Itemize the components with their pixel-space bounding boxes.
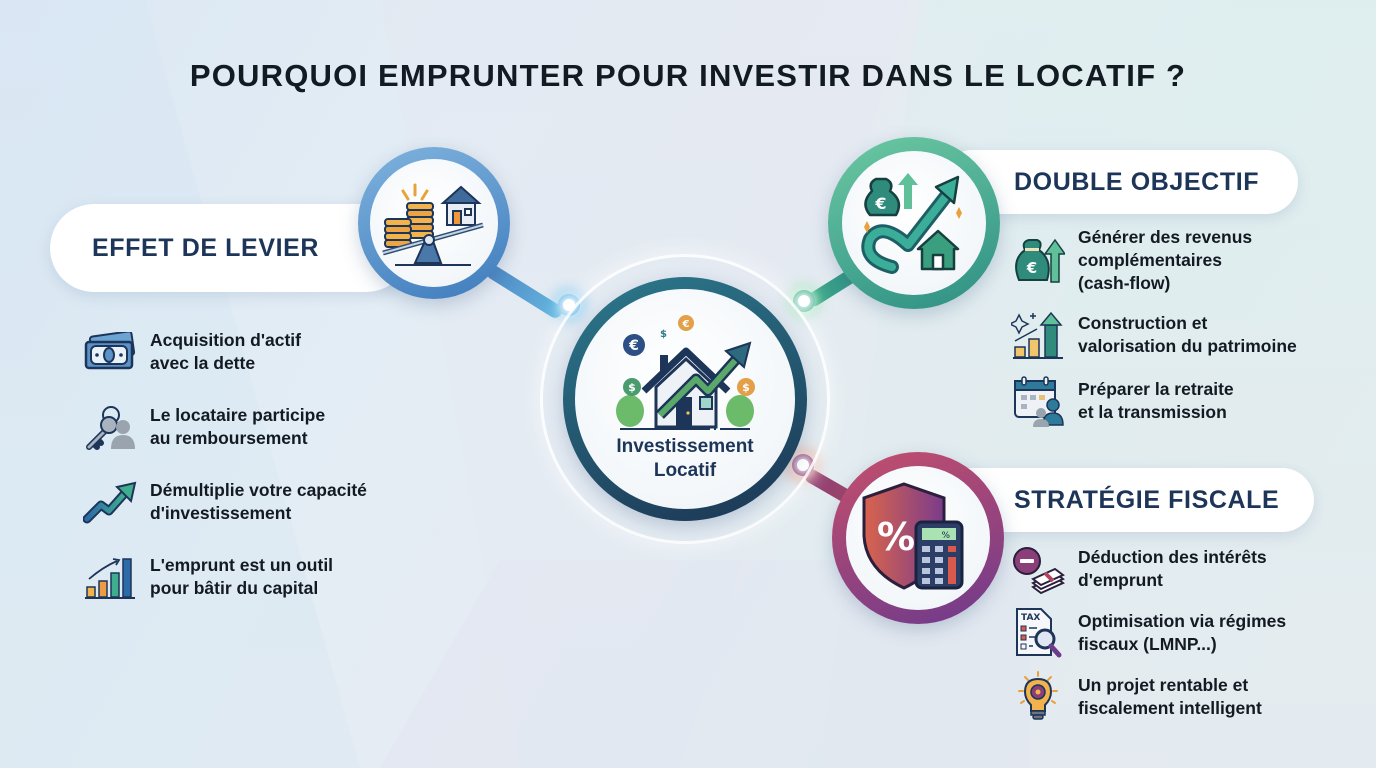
item-text-line2: fiscaux (LMNP...): [1078, 634, 1217, 654]
list-item: Un projet rentable et fiscalement intelli…: [1010, 671, 1262, 721]
seesaw-coins-house-icon: [382, 183, 484, 266]
svg-text:€: €: [628, 338, 639, 354]
item-text-line2: et la transmission: [1078, 402, 1227, 422]
svg-text:%: %: [941, 531, 950, 541]
list-item: Le locataire participe au remboursement: [82, 403, 325, 451]
list-item: Préparer la retraite et la transmission: [1010, 376, 1234, 427]
page-title: POURQUOI EMPRUNTER POUR INVESTIR DANS LE…: [189, 58, 1187, 93]
item-text-line2: fiscalement intelligent: [1078, 698, 1262, 718]
item-text-line2: pour bâtir du capital: [150, 578, 319, 598]
minus-cash-stack-icon: [1013, 547, 1065, 595]
item-text-line2: d'investissement: [150, 503, 292, 523]
section-header-double-objectif: DOUBLE OBJECTIF: [940, 150, 1298, 214]
section-heading: EFFET DE LEVIER: [92, 233, 320, 262]
house-growth-arrow-icon: € € $ $ $: [616, 315, 755, 430]
item-text-line1: Acquisition d'actif: [150, 330, 301, 350]
key-tenant-icon: [86, 406, 135, 450]
money-bag-loop-arrow-house-icon: €: [861, 173, 962, 274]
item-text-line1: Construction et: [1078, 313, 1208, 333]
item-text-line2: au remboursement: [150, 428, 308, 448]
item-text-line1: Générer des revenus: [1078, 227, 1253, 247]
list-item: € Générer des revenus complémentaires (cas…: [1010, 226, 1252, 295]
svg-text:$: $: [628, 381, 636, 394]
item-text-line1: L'emprunt est un outil: [150, 555, 334, 575]
levier-icon-circle: [358, 147, 510, 299]
svg-text:€: €: [682, 319, 690, 330]
item-text-line2: avec la dette: [150, 353, 256, 373]
objectif-icon-circle: €: [828, 137, 1000, 309]
shield-percent-calculator-icon: % %: [862, 482, 964, 590]
bar-growth-icon: [85, 558, 135, 599]
item-text-line2: d'emprunt: [1078, 570, 1163, 590]
item-text-line2: complémentaires: [1078, 250, 1222, 270]
section-header-effet-de-levier: EFFET DE LEVIER: [50, 204, 410, 292]
item-text-line2: valorisation du patrimoine: [1078, 336, 1297, 356]
center-halo: [540, 254, 830, 544]
item-text-line1: Déduction des intérêts: [1078, 547, 1267, 567]
money-bag-up-icon: €: [1015, 238, 1065, 283]
center-label-line1: Investissement: [616, 436, 754, 457]
item-text-line1: Le locataire participe: [150, 405, 326, 425]
svg-text:€: €: [1026, 259, 1037, 277]
fiscale-icon-circle: % %: [832, 452, 1004, 624]
svg-text:%: %: [877, 515, 915, 559]
section-header-strategie-fiscale: STRATÉGIE FISCALE: [940, 468, 1314, 532]
calendar-family-icon: [1014, 376, 1064, 427]
svg-text:$: $: [742, 381, 750, 394]
svg-text:TAX: TAX: [1021, 613, 1040, 623]
connector-node-objectif: [793, 290, 815, 312]
lightbulb-gear-icon: [1018, 671, 1058, 720]
trend-arrow-icon: [83, 481, 137, 524]
item-text-line1: Optimisation via régimes: [1078, 611, 1287, 631]
svg-text:$: $: [660, 329, 667, 340]
section-heading: DOUBLE OBJECTIF: [1014, 167, 1260, 196]
banknote-icon: [84, 332, 136, 370]
connector-levier: [484, 263, 565, 321]
center-hub-investissement-locatif: € € $ $ $ Investissement Locatif: [563, 277, 807, 521]
svg-text:€: €: [874, 194, 886, 213]
list-item: Acquisition d'actif avec la dette: [82, 328, 301, 376]
item-text-line1: Préparer la retraite: [1078, 379, 1234, 399]
list-item: Construction et valorisation du patrimoin…: [1010, 311, 1297, 359]
center-label-line2: Locatif: [653, 460, 717, 481]
list-item: Démultiplie votre capacité d'investisseme…: [82, 478, 367, 526]
list-item: L'emprunt est un outil pour bâtir du capi…: [82, 553, 333, 601]
background-facet: [0, 0, 360, 768]
list-item: Déduction des intérêts d'emprunt: [1010, 545, 1267, 595]
item-text-line1: Un projet rentable et: [1078, 675, 1249, 695]
item-text-line1: Démultiplie votre capacité: [150, 480, 367, 500]
center-label: Investissement Locatif: [616, 435, 753, 483]
item-text-line3: (cash-flow): [1078, 273, 1171, 293]
section-heading: STRATÉGIE FISCALE: [1014, 485, 1280, 514]
list-item: TAX Optimisation via régimes fiscaux (LMN…: [1010, 608, 1287, 658]
growth-bars-sparkle-icon: [1011, 311, 1063, 359]
tax-document-magnifier-icon: TAX: [1016, 608, 1062, 658]
